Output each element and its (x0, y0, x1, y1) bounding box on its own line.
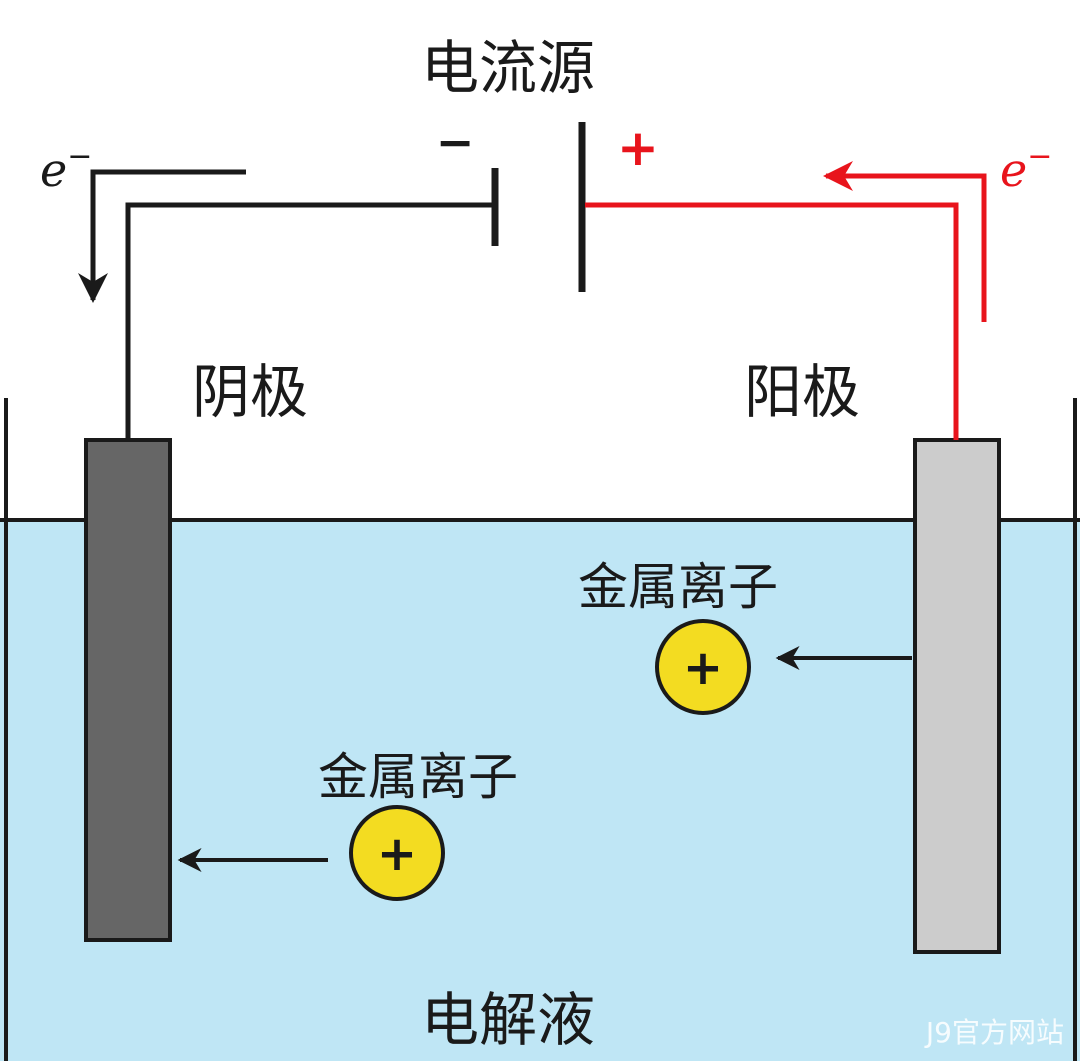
metal-ion-label-right: 金属离子 (578, 558, 778, 616)
anode-label: 阳极 (744, 358, 860, 426)
anode-wire (585, 202, 959, 440)
metal-ion-left (349, 805, 445, 901)
metal-ion-right-sign: + (683, 640, 723, 696)
electrolyte-liquid (0, 520, 1080, 1061)
anode-plate (913, 438, 1001, 954)
battery-negative-sign: − (436, 115, 475, 169)
electron-label-right: e− (1000, 139, 1052, 197)
cathode-label: 阴极 (192, 358, 308, 426)
electron-symbol-left: e (40, 143, 67, 197)
electron-charge-left: − (67, 139, 92, 174)
electrolyte-label: 电解液 (421, 986, 595, 1054)
electron-arrow-cathode (78, 169, 246, 303)
electron-label-left: e− (40, 139, 92, 197)
power-source-label: 电流源 (421, 34, 595, 102)
electron-symbol-right: e (1000, 143, 1027, 197)
metal-ion-left-sign: + (377, 826, 417, 882)
electron-arrow-anode (823, 161, 987, 322)
battery-positive-sign: + (617, 119, 659, 177)
watermark: J9官方网站 (924, 1016, 1064, 1049)
cathode-wire (125, 202, 495, 440)
metal-ion-label-left: 金属离子 (318, 748, 518, 806)
electron-charge-right: − (1027, 139, 1052, 174)
metal-ion-right (655, 619, 751, 715)
cathode-plate (84, 438, 172, 942)
